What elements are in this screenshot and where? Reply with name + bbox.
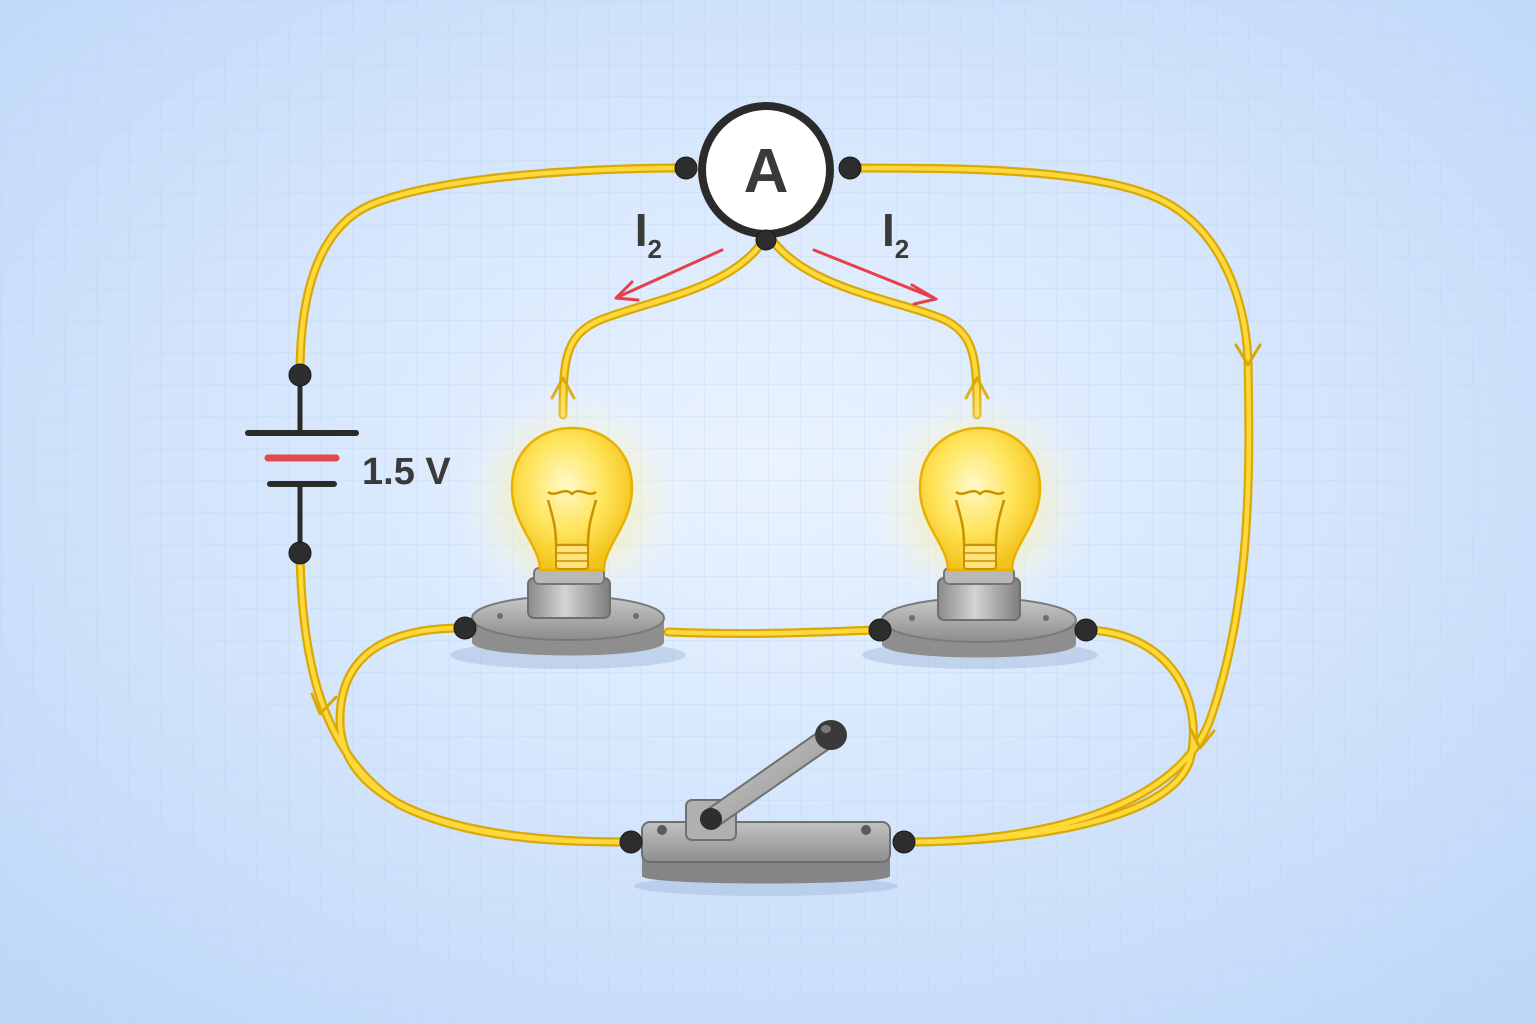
current-label-right: I2 <box>882 204 909 264</box>
current-label-right-main: I <box>882 204 895 256</box>
ammeter: A <box>698 102 834 238</box>
current-label-left: I2 <box>635 204 662 264</box>
node-switch-right <box>892 830 916 854</box>
node-ammeter-bottom <box>755 229 777 251</box>
node-battery-top <box>288 363 312 387</box>
bulb-left-glass <box>510 426 634 572</box>
battery-voltage-label: 1.5 V <box>362 451 451 493</box>
direction-arrow-right-lower <box>1188 726 1216 750</box>
ammeter-symbol: A <box>744 137 789 206</box>
current-arrow-right <box>812 248 938 306</box>
bulb-left-socket <box>471 567 665 656</box>
wire-highlights <box>297 165 1252 845</box>
node-right-base-right <box>1074 618 1098 642</box>
bulb-left <box>450 382 690 669</box>
direction-arrow-right-side <box>1234 343 1262 367</box>
current-arrow-left <box>614 248 724 302</box>
direction-arrow-left-lower <box>310 692 338 716</box>
current-label-right-sub: 2 <box>895 234 909 264</box>
current-label-left-main: I <box>635 204 648 256</box>
node-switch-left <box>619 830 643 854</box>
node-left-base-left <box>453 616 477 640</box>
bulb-right-socket <box>881 567 1077 658</box>
svg-text:I2: I2 <box>882 204 909 264</box>
node-ammeter-left <box>674 156 698 180</box>
node-ammeter-right <box>838 156 862 180</box>
svg-text:I2: I2 <box>635 204 662 264</box>
knife-switch <box>634 720 898 896</box>
bulb-right-glass <box>918 426 1042 572</box>
current-label-left-sub: 2 <box>648 234 662 264</box>
node-right-base-left <box>868 618 892 642</box>
switch-body <box>641 821 891 863</box>
switch-lever-knob <box>815 720 847 750</box>
node-battery-bottom <box>288 541 312 565</box>
bulb-right <box>862 382 1098 669</box>
